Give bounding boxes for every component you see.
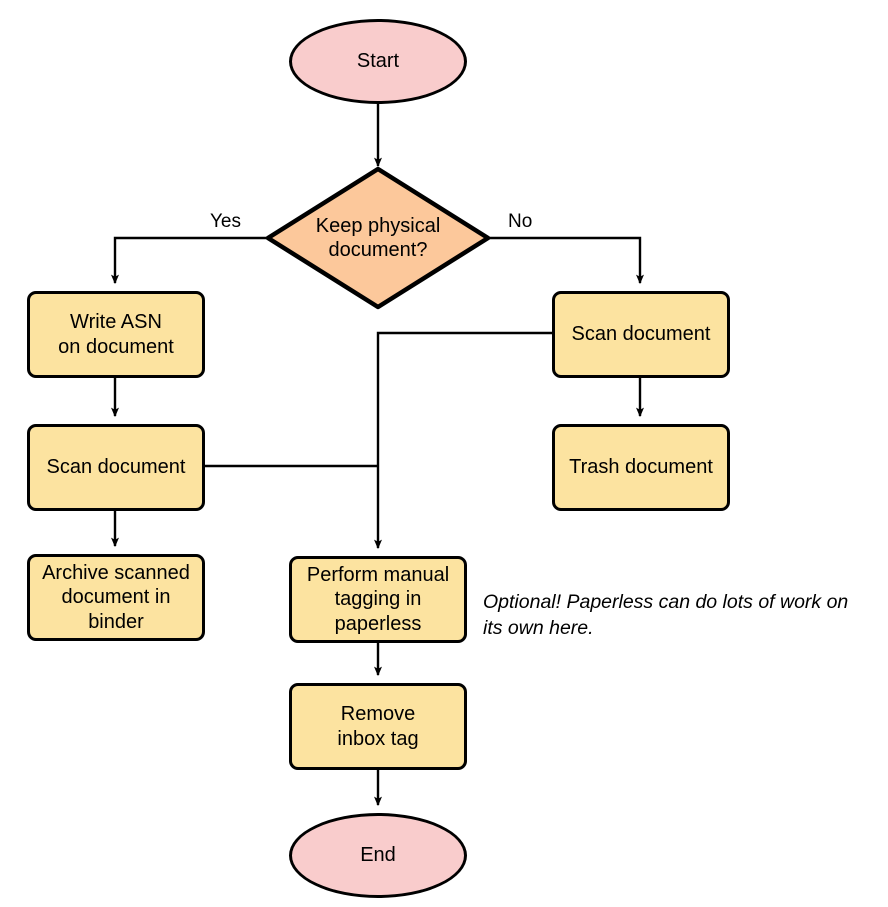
node-write-asn-on-document[interactable]: Write ASN on document — [27, 291, 205, 378]
node-remove-inbox-line1: Remove — [340, 703, 416, 726]
node-scan-document-right[interactable]: Scan document — [552, 291, 730, 378]
node-archive-scanned-document-in-binder[interactable]: Archive scanned document in binder — [27, 554, 205, 641]
node-start[interactable]: Start — [289, 19, 467, 104]
node-end[interactable]: End — [289, 813, 467, 898]
diamond-shape — [265, 166, 491, 310]
node-archive-line2: document in — [61, 586, 171, 609]
annotation-line2: its own here. — [483, 617, 594, 640]
node-trash-document-label: Trash document — [569, 456, 713, 479]
node-remove-inbox-line2: inbox tag — [337, 727, 419, 750]
node-write-asn-line1: Write ASN — [70, 311, 162, 334]
node-trash-document[interactable]: Trash document — [552, 424, 730, 511]
node-scan-document-right-label: Scan document — [571, 323, 711, 346]
node-decision-keep-physical-document[interactable]: Keep physical document? — [265, 166, 491, 310]
node-remove-inbox-tag[interactable]: Remove inbox tag — [289, 683, 467, 770]
node-tagging-line3: paperless — [334, 612, 422, 635]
edge-label-yes: Yes — [210, 211, 241, 232]
node-write-asn-label: Write ASN on document — [58, 310, 174, 359]
edge-no-to-scan-right — [488, 236, 644, 285]
node-scan-document-left-label: Scan document — [46, 456, 186, 479]
node-tagging-line2: tagging in — [334, 588, 422, 611]
edge-label-no: No — [508, 211, 533, 232]
node-archive-label: Archive scanned document in binder — [42, 561, 190, 634]
node-end-label: End — [360, 844, 396, 867]
node-scan-document-left[interactable]: Scan document — [27, 424, 205, 511]
node-start-label: Start — [356, 50, 400, 73]
annotation-optional-paperless: Optional! Paperless can do lots of work … — [483, 589, 883, 642]
node-archive-line3: binder — [88, 610, 144, 633]
annotation-line1: Optional! Paperless can do lots of work … — [483, 591, 849, 613]
edge-scan-right-to-tagging — [374, 331, 552, 550]
node-write-asn-line2: on document — [58, 335, 174, 358]
node-remove-inbox-label: Remove inbox tag — [337, 702, 418, 751]
node-tagging-line1: Perform manual — [306, 563, 450, 586]
node-archive-line1: Archive scanned — [42, 561, 190, 584]
node-tagging-label: Perform manual tagging in paperless — [307, 563, 449, 636]
node-perform-manual-tagging-in-paperless[interactable]: Perform manual tagging in paperless — [289, 556, 467, 643]
edge-yes-to-write-asn — [111, 236, 268, 285]
